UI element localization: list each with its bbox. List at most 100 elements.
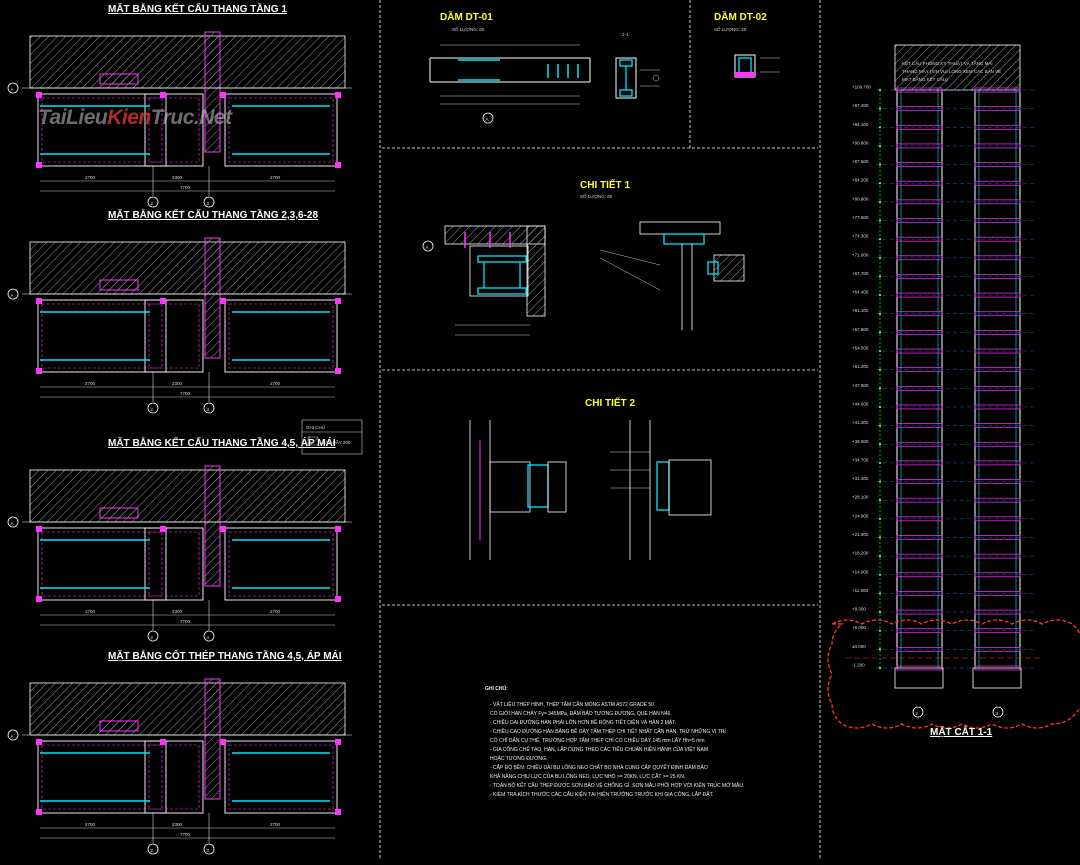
dim-span: 7700 — [180, 832, 191, 837]
floor-beam-left — [896, 553, 943, 559]
level-marker — [878, 554, 882, 558]
level-marker — [878, 126, 882, 129]
floor-beam-left — [896, 497, 943, 503]
floor-beam-left — [896, 143, 943, 149]
stair-room-inner-1 — [41, 97, 163, 163]
floor-beam-left — [896, 162, 943, 167]
grid-bubble-3 — [203, 196, 215, 208]
grid-label-2: 2 — [151, 201, 154, 206]
level-marker — [878, 498, 882, 502]
detail-1: CHI TIẾT 1 SỐ LƯỢNG: 60 A — [422, 178, 745, 336]
panel-dividers — [379, 0, 821, 860]
dim-left: 2700 — [85, 609, 96, 614]
grid-bubble-3 — [203, 630, 215, 642]
level-marker — [878, 107, 882, 110]
stair-room-inner-3 — [228, 744, 334, 810]
floor-beam-right — [974, 124, 1021, 130]
column-1 — [36, 92, 42, 98]
floor-beam-left — [896, 609, 943, 615]
section-note-line-3: MẶT BẰNG KẾT CẤU) — [902, 75, 948, 82]
column-3 — [220, 526, 226, 532]
level-label: +64.400 — [852, 290, 869, 295]
detail1-qty: SỐ LƯỢNG: 60 — [580, 193, 613, 199]
landing-band — [99, 73, 139, 85]
beam-dt02-detail: DẦM DT-02 SỐ LƯỢNG: 20 — [714, 10, 780, 78]
floor-beam-left — [896, 180, 943, 186]
floor-beam-right — [974, 274, 1021, 279]
grid-label-3: 3 — [207, 201, 210, 206]
note-line: - VẬT LIỆU THÉP HÌNH, THÉP TẤM CẦN MÓNG … — [490, 700, 654, 708]
level-label: +18.200 — [852, 551, 869, 556]
watermark-part-1: TaiLieu — [38, 106, 108, 129]
level-marker — [878, 256, 882, 260]
elev-grid-bubble-2 — [912, 706, 924, 718]
column-2 — [160, 92, 166, 98]
floor-beam-right — [974, 441, 1021, 447]
floor-beam-left — [896, 479, 943, 484]
level-marker — [878, 666, 882, 670]
grid-label-3: 3 — [207, 635, 210, 640]
legend-title: GHI CHÚ — [306, 424, 325, 430]
dim-left: 2700 — [85, 175, 96, 180]
level-label: ±0.000 — [852, 644, 866, 649]
column-6 — [335, 368, 341, 374]
level-marker — [878, 480, 882, 483]
floor-beam-right — [974, 348, 1021, 354]
plan-4: MẶT BẰNG CỐT THÉP THANG TẦNG 4,5, ÁP MÁI… — [7, 648, 352, 855]
column-5 — [36, 162, 42, 168]
floor-beam-right — [974, 591, 1021, 596]
floor-beam-right — [974, 87, 1021, 93]
detail2-title: CHI TIẾT 2 — [585, 396, 635, 409]
slab-hatch — [29, 682, 346, 736]
dim-span: 7700 — [180, 185, 191, 190]
level-label: +80.900 — [852, 196, 869, 201]
level-label: +24.800 — [852, 513, 869, 518]
slab-hatch — [29, 35, 346, 89]
level-label: +41.300 — [852, 420, 869, 425]
level-label: +100.700 — [852, 85, 871, 90]
beam-dt01-section: 1-1 — [622, 32, 629, 37]
dim-right: 2700 — [270, 609, 281, 614]
beam-dt02-title: DẦM DT-02 — [714, 10, 767, 23]
note-line: CÓ GIỚI HẠN CHẢY Fy= 345MPa, ĐẢM BẢO TƯƠ… — [490, 710, 672, 717]
grid-label-2: 2 — [151, 407, 154, 412]
floor-beam-right — [974, 255, 1021, 261]
level-marker — [878, 144, 882, 148]
level-label: +71.000 — [852, 252, 869, 257]
floor-beam-left — [896, 460, 943, 466]
level-marker — [878, 312, 882, 315]
level-label: +38.000 — [852, 439, 869, 444]
grid-label-3: 3 — [207, 407, 210, 412]
axis-label-a: A — [11, 734, 14, 739]
column-4 — [335, 739, 341, 745]
level-label: +67.700 — [852, 271, 869, 276]
stair-room-2 — [144, 299, 204, 373]
floor-beam-right — [974, 609, 1021, 615]
floor-beam-right — [974, 106, 1021, 111]
floor-beam-right — [974, 292, 1021, 298]
elevation-section: +100.700+97.400+94.100+90.800+87.500+84.… — [845, 44, 1040, 718]
floor-beam-right — [974, 143, 1021, 149]
level-label: +77.600 — [852, 215, 869, 220]
grid-label-2: 2 — [151, 848, 154, 853]
level-marker — [878, 387, 882, 390]
floor-beam-left — [896, 385, 943, 391]
stair-room-3 — [224, 740, 338, 814]
plan-title: MẶT BẰNG KẾT CẤU THANG TẦNG 4,5, ÁP MÁI — [108, 436, 336, 449]
level-marker — [878, 648, 882, 651]
floor-beam-right — [974, 479, 1021, 484]
note-line: - TOÀN BỘ KẾT CẤU THÉP ĐƯỢC SƠN BẢO VỆ C… — [490, 781, 744, 789]
level-marker — [878, 629, 882, 632]
floor-beam-left — [896, 404, 943, 410]
level-label: +74.300 — [852, 234, 869, 239]
level-label: +87.500 — [852, 159, 869, 164]
column-4 — [335, 92, 341, 98]
level-marker — [878, 461, 882, 465]
general-notes: GHI CHÚ: - VẬT LIỆU THÉP HÌNH, THÉP TẤM … — [485, 685, 744, 798]
axis-bubble-a — [7, 82, 19, 94]
dim-span: 7700 — [180, 391, 191, 396]
beam-dt01-axis: A — [486, 117, 489, 122]
dim-right: 2700 — [270, 822, 281, 827]
